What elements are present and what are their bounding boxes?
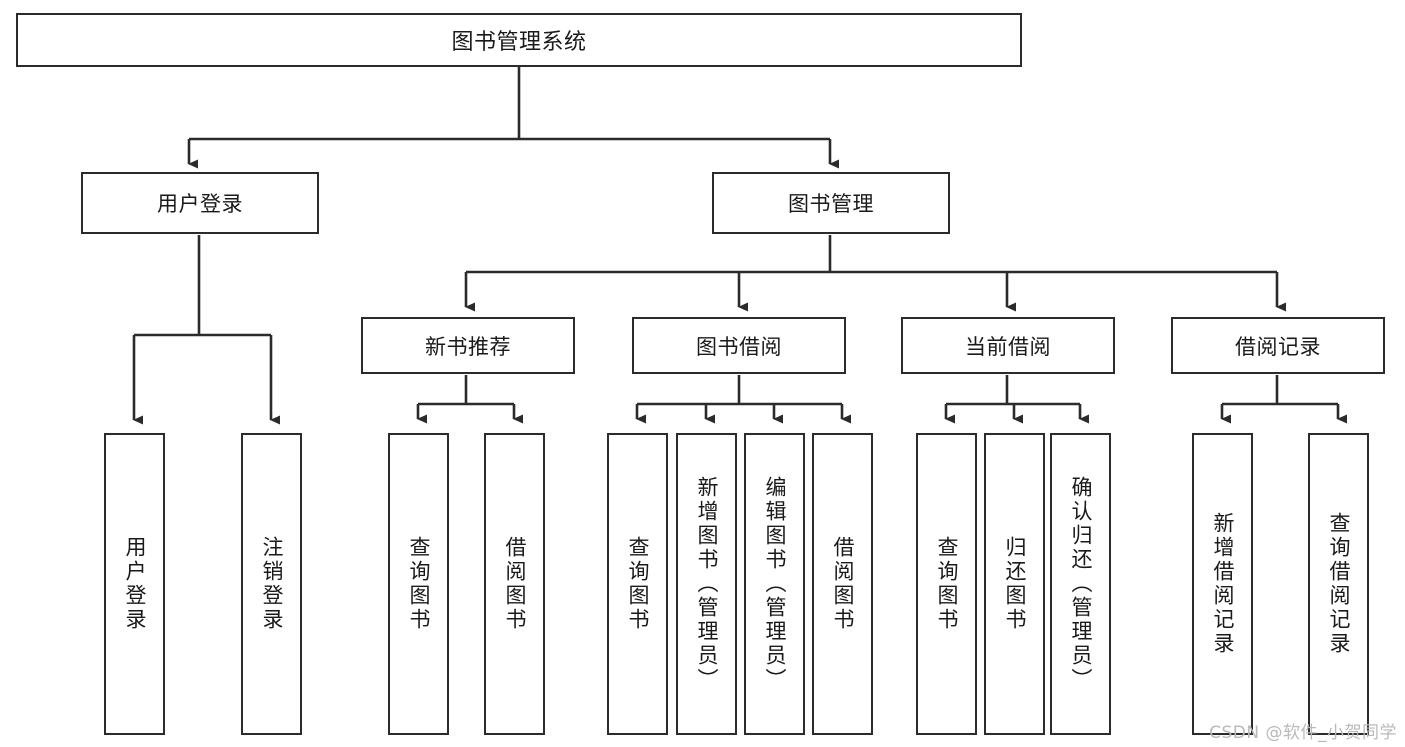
node-label: 图书借阅 — [696, 334, 782, 359]
node-label: 新书推荐 — [425, 334, 511, 359]
leaf-query-record[interactable]: 查询借阅记录 — [1308, 433, 1369, 735]
node-label: 借阅记录 — [1235, 334, 1321, 359]
node-label: 确认归还（管理员） — [1069, 476, 1093, 692]
node-label: 编辑图书（管理员） — [763, 476, 787, 692]
leaf-edit-book[interactable]: 编辑图书（管理员） — [744, 433, 805, 735]
node-label: 查询借阅记录 — [1327, 512, 1351, 656]
leaf-query-book-2[interactable]: 查询图书 — [607, 433, 668, 735]
node-label: 图书管理 — [788, 192, 874, 216]
leaf-query-book-3[interactable]: 查询图书 — [916, 433, 977, 735]
leaf-user-login[interactable]: 用户登录 — [104, 433, 165, 735]
node-label: 图书管理系统 — [451, 30, 587, 55]
node-user-login[interactable]: 用户登录 — [81, 172, 319, 234]
node-current-borrow[interactable]: 当前借阅 — [901, 317, 1115, 374]
node-root-book-management-system[interactable]: 图书管理系统 — [16, 13, 1022, 67]
node-new-book-recommend[interactable]: 新书推荐 — [361, 317, 575, 374]
node-label: 借阅图书 — [831, 536, 855, 632]
node-label: 借阅图书 — [503, 536, 527, 632]
leaf-borrow-book-1[interactable]: 借阅图书 — [484, 433, 545, 735]
node-label: 用户登录 — [123, 536, 147, 632]
node-label: 当前借阅 — [965, 334, 1051, 359]
node-label: 新增借阅记录 — [1211, 512, 1235, 656]
node-label: 归还图书 — [1003, 536, 1027, 632]
node-book-borrow[interactable]: 图书借阅 — [632, 317, 846, 374]
node-label: 查询图书 — [935, 536, 959, 632]
leaf-query-book-1[interactable]: 查询图书 — [388, 433, 449, 735]
leaf-add-book[interactable]: 新增图书（管理员） — [676, 433, 737, 735]
leaf-confirm-return[interactable]: 确认归还（管理员） — [1050, 433, 1111, 735]
leaf-user-logout[interactable]: 注销登录 — [241, 433, 302, 735]
node-label: 注销登录 — [260, 536, 284, 632]
node-label: 用户登录 — [157, 192, 243, 216]
leaf-borrow-book-2[interactable]: 借阅图书 — [812, 433, 873, 735]
node-label: 查询图书 — [407, 536, 431, 632]
node-label: 查询图书 — [626, 536, 650, 632]
node-book-manage[interactable]: 图书管理 — [712, 172, 950, 234]
node-borrow-record[interactable]: 借阅记录 — [1171, 317, 1385, 374]
node-label: 新增图书（管理员） — [695, 476, 719, 692]
watermark-text: CSDN @软件_小贺同学 — [1209, 723, 1397, 743]
leaf-return-book[interactable]: 归还图书 — [984, 433, 1045, 735]
leaf-add-record[interactable]: 新增借阅记录 — [1192, 433, 1253, 735]
